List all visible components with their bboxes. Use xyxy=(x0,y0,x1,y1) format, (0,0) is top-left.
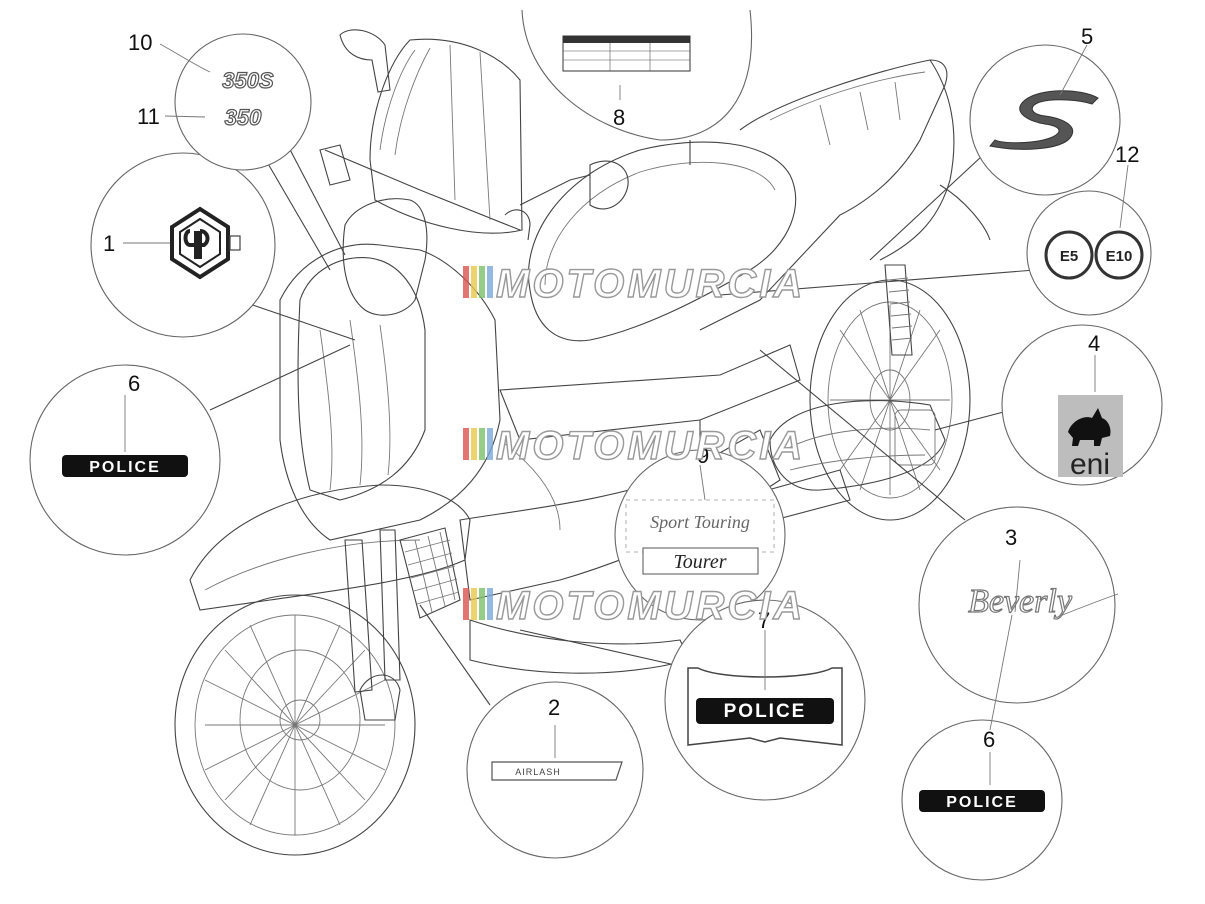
callout-10-11-emblems: 350S 350 xyxy=(174,33,312,171)
callout-number-7: 7 xyxy=(758,608,770,633)
rear-wheel xyxy=(809,279,971,521)
callout-number-4: 4 xyxy=(1088,331,1100,356)
callout-number-6-left: 6 xyxy=(128,371,140,396)
front-wheel xyxy=(174,594,416,856)
callout-number-12: 12 xyxy=(1115,142,1139,167)
police-badge-text: POLICE xyxy=(89,459,161,476)
callout-number-2: 2 xyxy=(548,695,560,720)
watermark-middle-text: MOTOMURCIA xyxy=(496,424,805,468)
pressure-table xyxy=(562,35,691,72)
watermark-top-text: MOTOMURCIA xyxy=(496,262,805,306)
s-logo-icon xyxy=(989,90,1099,150)
watermark-top: MOTOMURCIA xyxy=(463,261,805,307)
police-badge-7 xyxy=(696,698,834,724)
watermark-middle: MOTOMURCIA xyxy=(463,423,805,469)
rear-body xyxy=(699,59,991,331)
eni-text: eni xyxy=(1070,448,1110,481)
piaggio-logo-icon xyxy=(170,206,241,280)
callout-9-model-names: Sport Touring Tourer xyxy=(614,449,786,621)
callout-number-5: 5 xyxy=(1081,24,1093,49)
scooter-drawing xyxy=(174,29,991,856)
police-badge-7-text: POLICE xyxy=(724,701,807,722)
front-shield xyxy=(189,243,501,611)
watermark-bottom: MOTOMURCIA xyxy=(463,583,805,629)
police-badge-right xyxy=(919,790,1045,812)
callout-number-8: 8 xyxy=(613,105,625,130)
tourer-text: Tourer xyxy=(674,551,727,573)
grille xyxy=(399,527,461,619)
callout-3-beverly: Beverly xyxy=(918,506,1119,704)
seat xyxy=(528,141,797,342)
callout-number-6-right: 6 xyxy=(983,727,995,752)
watermarks: MOTOMURCIA MOTOMURCIA MOTOMURCIA xyxy=(463,261,805,629)
sport-touring-text: Sport Touring xyxy=(650,512,750,532)
e5-badge-text: E5 xyxy=(1060,248,1078,265)
e10-badge-text: E10 xyxy=(1106,248,1133,265)
callout-number-11: 11 xyxy=(137,104,160,129)
callout-6-police-left: POLICE xyxy=(29,364,221,556)
e5-badge xyxy=(1044,230,1094,280)
e10-badge xyxy=(1094,230,1144,280)
callout-8-pressure-label xyxy=(521,9,752,141)
eni-dog-icon xyxy=(1068,408,1111,446)
callout-4-eni: eni xyxy=(1001,324,1163,486)
airlash-strip xyxy=(491,761,623,781)
emblem-350: 350 xyxy=(225,105,262,130)
mirror xyxy=(339,29,391,93)
front-fork xyxy=(344,529,401,721)
callout-2-airlash: AIRLASH xyxy=(466,681,644,859)
callout-number-10: 10 xyxy=(128,30,152,55)
windshield xyxy=(369,38,523,234)
police-badge-right-text: POLICE xyxy=(946,794,1018,811)
callout-pointers xyxy=(123,43,1129,785)
rear-shock xyxy=(884,264,913,356)
callout-1-piaggio-emblem xyxy=(90,152,276,338)
callout-6-police-right: POLICE xyxy=(901,719,1063,881)
police-badge xyxy=(62,455,188,477)
callout-number-3: 3 xyxy=(1005,525,1017,550)
callout-7-police-shield: POLICE xyxy=(664,599,866,801)
beverly-text: Beverly xyxy=(968,583,1073,620)
callout-number-9: 9 xyxy=(697,443,709,468)
callout-5-s-logo xyxy=(969,44,1121,196)
emblem-350s: 350S xyxy=(222,68,274,93)
callout-12-fuel-labels: E5 E10 xyxy=(1026,190,1152,316)
callout-number-1: 1 xyxy=(103,231,115,256)
headlight-handlebar xyxy=(319,144,629,316)
callout-numbers: 1 2 3 4 5 6 6 7 8 9 10 11 12 xyxy=(103,24,1139,752)
airlash-text: AIRLASH xyxy=(515,767,561,777)
watermark-bottom-text: MOTOMURCIA xyxy=(496,584,805,628)
